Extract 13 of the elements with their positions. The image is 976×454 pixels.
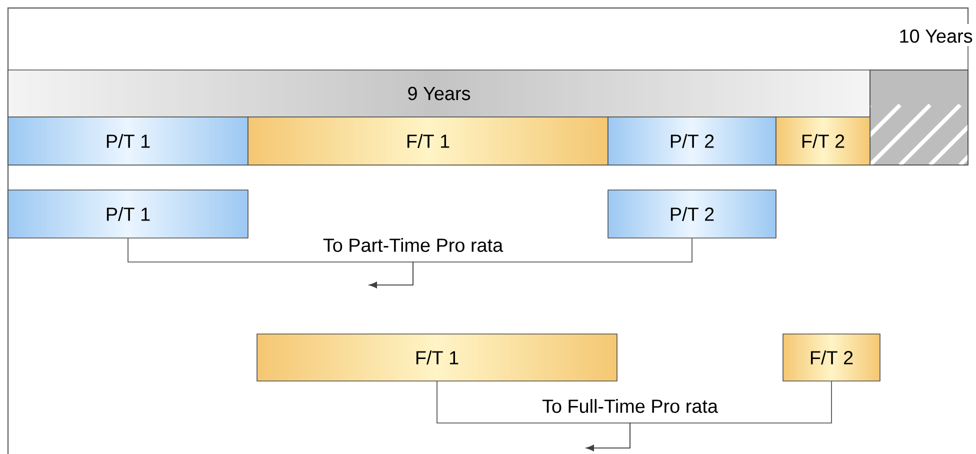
edge-label: To Part-Time Pro rata: [322, 237, 504, 253]
year-label: 10 Years: [900, 29, 972, 43]
period-box: F/T 1: [256, 334, 618, 382]
period-box: F/T 2: [782, 334, 880, 382]
period-box: F/T 2: [776, 116, 870, 166]
period-box: P/T 2: [608, 190, 776, 238]
arrow: [586, 381, 832, 452]
period-box: P/T 1: [8, 116, 248, 166]
period-box: P/T 2: [608, 116, 776, 166]
period-box: P/T 1: [8, 190, 248, 238]
edge-label: To Full-Time Pro rata: [541, 398, 719, 414]
arrow: [369, 238, 692, 288]
hatched-box: [870, 70, 968, 166]
